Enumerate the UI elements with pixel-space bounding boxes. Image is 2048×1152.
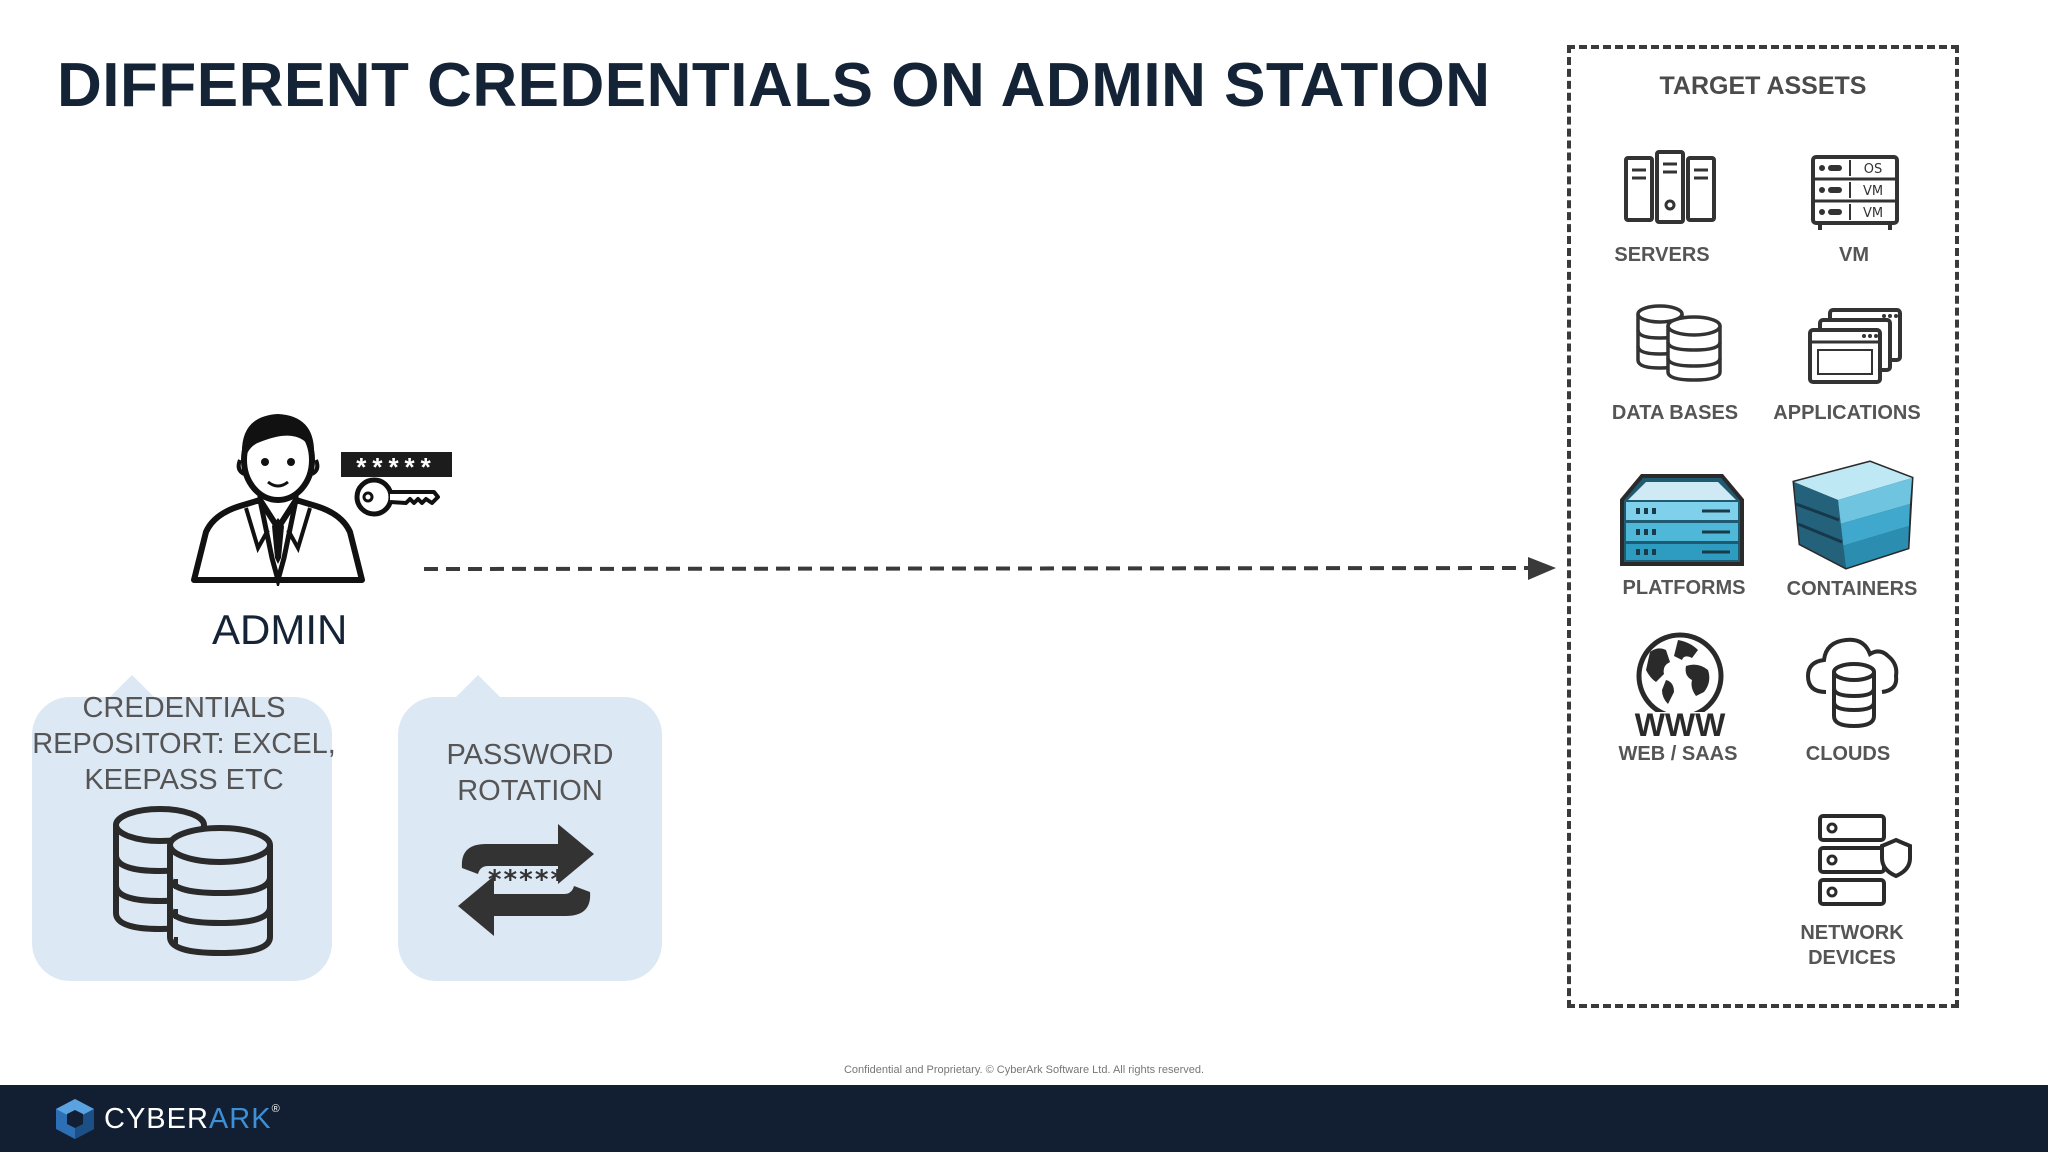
cloud-database-icon [1805, 637, 1899, 729]
asset-label-servers: SERVERS [1614, 244, 1710, 266]
asset-label-network-devices: NETWORK DEVICES [1800, 922, 1904, 969]
www-badge: WWW [1635, 707, 1726, 740]
asset-label-web-saas: WEB / SAAS [1618, 743, 1738, 765]
network-devices-icon [1818, 814, 1912, 906]
target-assets-title: TARGET ASSETS [1659, 72, 1867, 100]
credentials-repository-text: CREDENTIALS REPOSITORT: EXCEL, KEEPASS E… [32, 692, 336, 796]
footer-bar [0, 1085, 2048, 1152]
platforms-icon [1620, 474, 1744, 566]
globe-www-icon: WWW [1635, 632, 1726, 740]
asset-label-platforms: PLATFORMS [1622, 577, 1746, 599]
database-stack-icon [113, 806, 273, 957]
rotation-mask: ***** [487, 865, 565, 895]
rotation-arrows-icon: ***** [458, 824, 594, 936]
target-assets-panel [1567, 45, 1959, 1008]
confidential-notice: Confidential and Proprietary. © CyberArk… [843, 1064, 1205, 1076]
asset-label-databases: DATA BASES [1611, 402, 1739, 424]
vm-tag-os: OS [1864, 162, 1882, 177]
asset-label-applications: APPLICATIONS [1773, 402, 1921, 424]
admin-label: ADMIN [212, 606, 348, 653]
asset-label-clouds: CLOUDS [1805, 743, 1891, 765]
vm-icon: OS VM VM [1811, 155, 1899, 230]
password-rotation-bubble [398, 675, 662, 981]
key-icon [354, 477, 440, 517]
cyberark-logo-icon [56, 1099, 94, 1139]
vm-tag-vm: VM [1863, 184, 1883, 199]
vm-tag-vm: VM [1863, 206, 1883, 221]
containers-icon [1792, 460, 1914, 570]
password-mask-badge: ***** [341, 452, 452, 477]
asset-label-vm: VM [1839, 244, 1869, 266]
database-icon [1636, 304, 1722, 382]
applications-icon [1808, 308, 1902, 384]
servers-icon [1624, 150, 1716, 224]
asset-label-containers: CONTAINERS [1786, 578, 1918, 600]
password-rotation-text: PASSWORD ROTATION [446, 739, 614, 807]
flow-arrow [424, 557, 1556, 580]
slide-title: DIFFERENT CREDENTIALS ON ADMIN STATION [57, 51, 1491, 120]
admin-person-icon [191, 414, 365, 586]
cyberark-logo-text: CYBERARK® [104, 1103, 281, 1135]
